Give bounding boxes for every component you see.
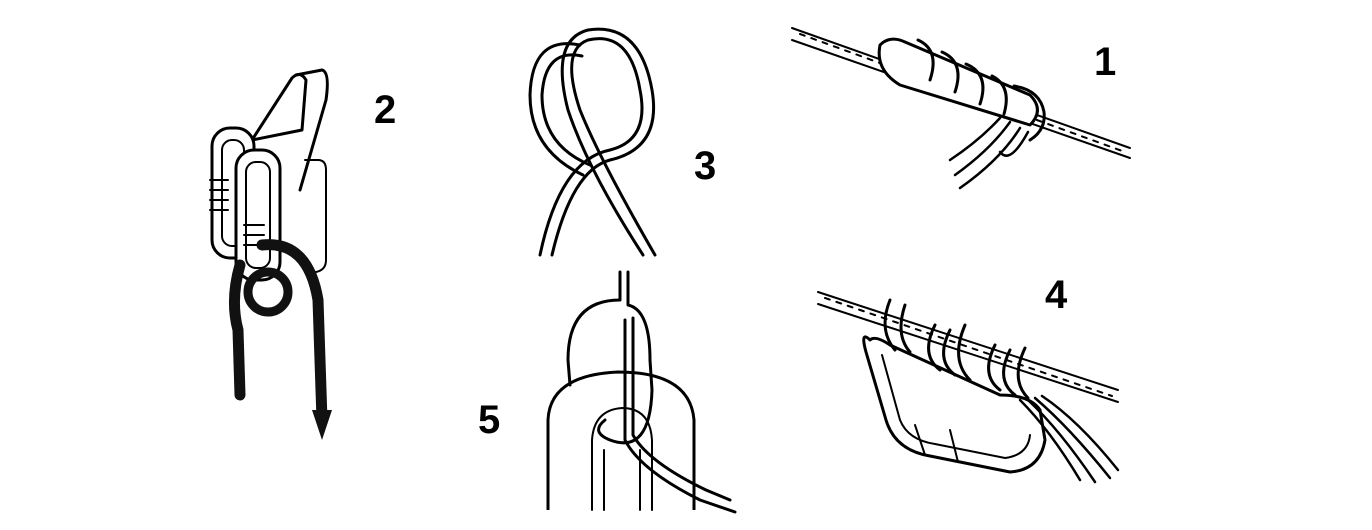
figure-2-illustration [209, 68, 332, 440]
fig5-rope-left [566, 270, 622, 387]
fig4-wrap-3 [987, 343, 1030, 400]
figure-label-3: 3 [694, 144, 717, 188]
fig3-strand-a [538, 37, 657, 257]
figure-label-1: 1 [1094, 40, 1117, 84]
fig1-end-loop [1012, 84, 1046, 142]
figure-5-illustration [546, 270, 737, 514]
fig2-sling-top [250, 73, 308, 142]
fig2-plate-edge [304, 159, 327, 273]
figure-1-illustration [791, 27, 1131, 190]
fig4-gate [914, 424, 959, 463]
fig2-rope-loop [243, 267, 293, 317]
figure-3-illustration [528, 27, 657, 257]
fig2-gate-left [209, 179, 229, 211]
figure-label-5: 5 [478, 398, 501, 442]
fig4-wrap-2 [927, 323, 972, 382]
fig2-rope-upper [294, 68, 329, 192]
figure-label-2: 2 [374, 88, 397, 132]
fig2-rope-right [256, 239, 328, 426]
figure-4-illustration [817, 291, 1120, 484]
fig5-ring-inner [591, 406, 653, 511]
fig3-strand-a-inner [550, 27, 656, 257]
fig4-main-rope-twist [824, 297, 1113, 397]
fig5-rope-right [597, 270, 654, 445]
fig2-rope-left [228, 259, 246, 401]
fig4-main-rope-bottom [817, 303, 1119, 403]
fig5-rope-tail [623, 318, 737, 514]
fig5-ring-outer [546, 370, 696, 510]
fig4-tails [1018, 394, 1120, 484]
fig3-strand-b [528, 42, 585, 177]
figure-label-4: 4 [1045, 273, 1068, 317]
fig4-carabiner-inner [881, 354, 1031, 460]
fig1-tails [948, 116, 1030, 190]
fig2-arrow-head [312, 410, 332, 440]
fig5-rope-tail-2 [631, 316, 732, 502]
fig4-main-rope-top [817, 291, 1119, 391]
fig3-strand-b-inner [540, 53, 592, 167]
fig1-coils [916, 38, 1008, 116]
fig4-wrap-1 [883, 298, 912, 354]
fig2-link-right-inner [245, 161, 271, 269]
